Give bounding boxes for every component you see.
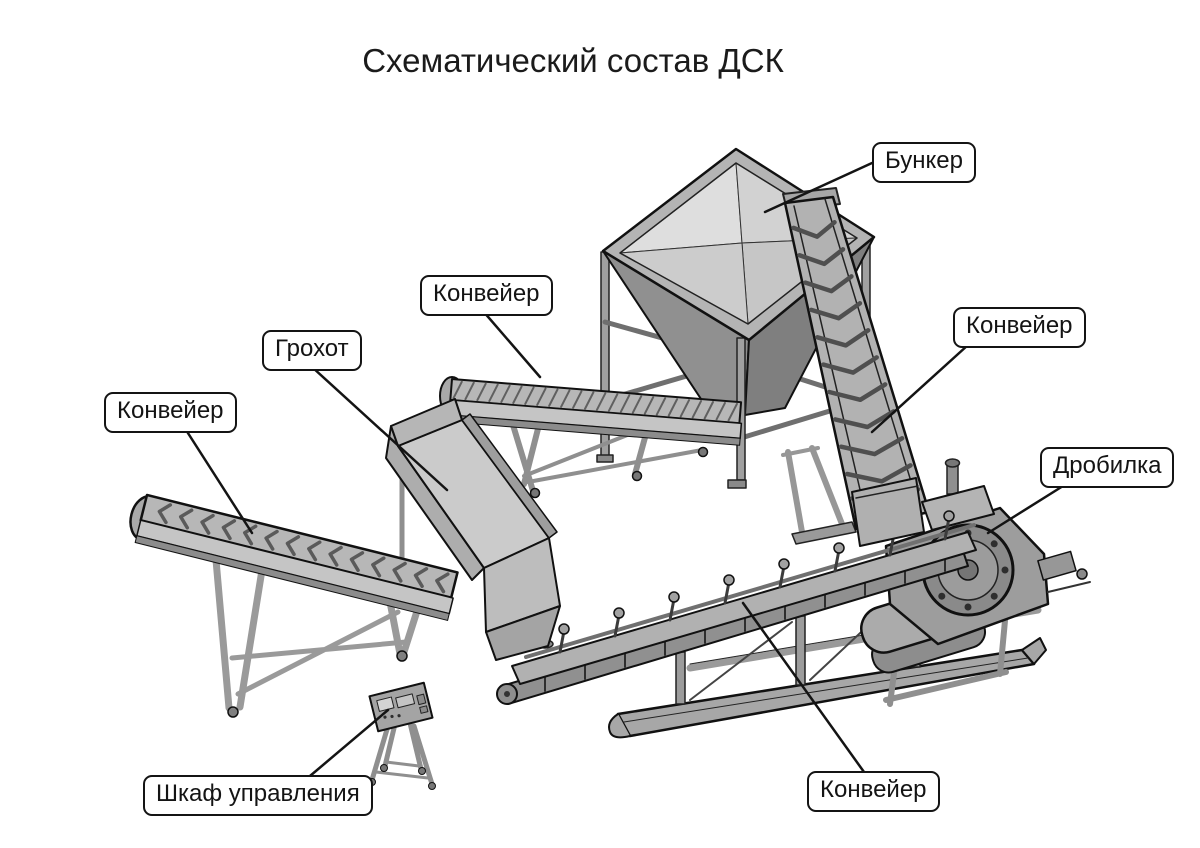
- screen-illustration: [385, 398, 561, 661]
- feed-conveyor-right-illustration: [781, 187, 931, 545]
- conveyor-left-illustration: [129, 493, 459, 718]
- label-conveyor-right: Конвейер: [953, 307, 1086, 348]
- leader-lines: [184, 161, 1065, 778]
- main-conveyor-truss-illustration: [496, 477, 977, 705]
- label-conveyor-top: Конвейер: [420, 275, 553, 316]
- label-control-cabinet: Шкаф управления: [143, 775, 373, 816]
- label-bunker: Бункер: [872, 142, 976, 183]
- crusher-illustration: [860, 458, 1091, 707]
- label-conveyor-bottom: Конвейер: [807, 771, 940, 812]
- control-cabinet-illustration: [368, 681, 436, 790]
- label-crusher: Дробилка: [1040, 447, 1175, 488]
- label-conveyor-left: Конвейер: [104, 392, 237, 433]
- page-title: Схематический состав ДСК: [362, 42, 784, 79]
- label-screen: Грохот: [262, 330, 362, 371]
- conveyor-mid-illustration: [439, 376, 743, 499]
